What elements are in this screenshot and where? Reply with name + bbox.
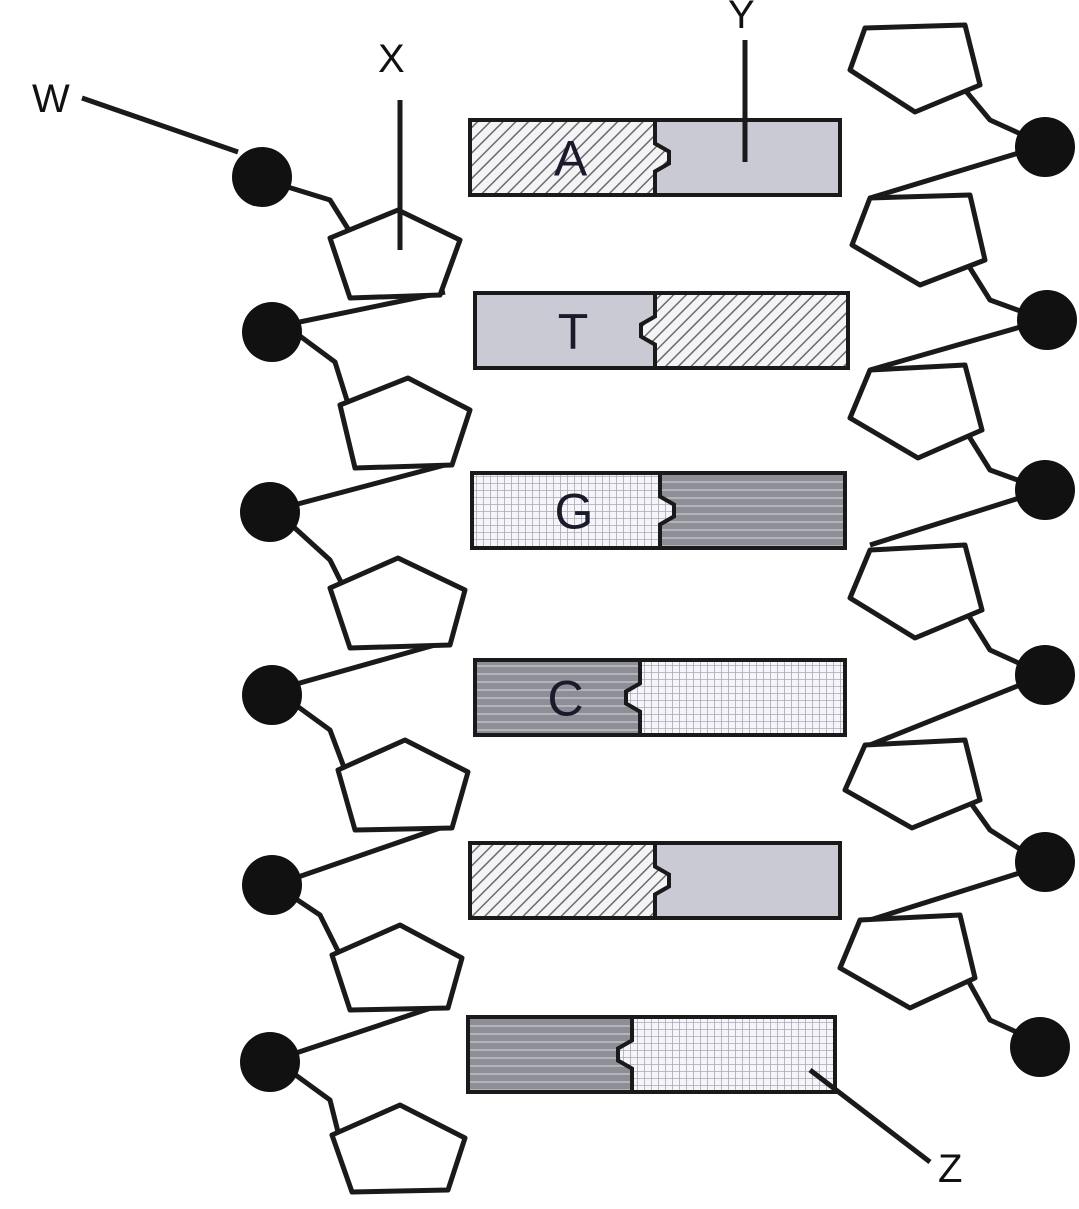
z-pointer-line bbox=[808, 1068, 932, 1164]
left-sugar-5 bbox=[329, 922, 465, 1013]
left-sugars bbox=[327, 207, 473, 1195]
base-pair-6 bbox=[466, 1015, 837, 1094]
right-sugars bbox=[837, 22, 988, 1011]
right-phosphate-3 bbox=[1015, 460, 1075, 520]
left-phosphate-1 bbox=[232, 147, 292, 207]
right-sugar-3 bbox=[847, 362, 985, 461]
left-sugar-4 bbox=[335, 737, 471, 833]
base-pairs: A T G C bbox=[466, 118, 850, 1094]
base-right-t bbox=[653, 841, 842, 920]
base-pair-2: T bbox=[473, 291, 850, 370]
right-sugar-1 bbox=[847, 22, 983, 115]
right-sugar-4 bbox=[847, 542, 985, 641]
label-w: W bbox=[32, 77, 70, 121]
right-sugar-6 bbox=[837, 912, 978, 1011]
right-phosphate-4 bbox=[1015, 645, 1075, 705]
right-phosphate-5 bbox=[1015, 832, 1075, 892]
right-phosphate-1 bbox=[1015, 117, 1075, 177]
base-pair-4: C bbox=[473, 658, 847, 737]
left-phosphates bbox=[232, 147, 302, 1092]
base-pair-5 bbox=[468, 841, 842, 920]
left-sugar-1 bbox=[327, 207, 463, 301]
left-sugar-6 bbox=[329, 1102, 468, 1195]
right-phosphates bbox=[1010, 117, 1077, 1077]
label-z: Z bbox=[938, 1147, 962, 1191]
base-letter: A bbox=[554, 131, 588, 187]
right-phosphate-6 bbox=[1010, 1017, 1070, 1077]
left-phosphate-3 bbox=[240, 482, 300, 542]
left-sugar-2 bbox=[337, 375, 473, 471]
base-letter: C bbox=[547, 671, 583, 727]
w-pointer-line bbox=[81, 95, 239, 155]
base-right-a bbox=[639, 291, 850, 370]
base-right-c bbox=[658, 471, 847, 550]
right-sugar-5 bbox=[842, 737, 983, 831]
base-letter: G bbox=[555, 484, 594, 540]
right-sugar-2 bbox=[849, 192, 988, 288]
left-phosphate-2 bbox=[242, 302, 302, 362]
base-pair-3: G bbox=[470, 471, 847, 550]
label-pointers bbox=[81, 40, 932, 1164]
base-left-c bbox=[466, 1015, 634, 1094]
base-left-a bbox=[468, 841, 671, 920]
label-x: X bbox=[378, 37, 405, 81]
left-phosphate-6 bbox=[240, 1032, 300, 1092]
base-letter: T bbox=[558, 304, 589, 360]
base-right-g bbox=[624, 658, 847, 737]
right-phosphate-2 bbox=[1017, 290, 1077, 350]
left-phosphate-4 bbox=[242, 665, 302, 725]
base-pair-1: A bbox=[468, 118, 842, 197]
base-right-g bbox=[616, 1015, 837, 1094]
left-sugar-3 bbox=[327, 555, 468, 651]
label-y: Y bbox=[728, 0, 755, 37]
left-phosphate-5 bbox=[242, 855, 302, 915]
